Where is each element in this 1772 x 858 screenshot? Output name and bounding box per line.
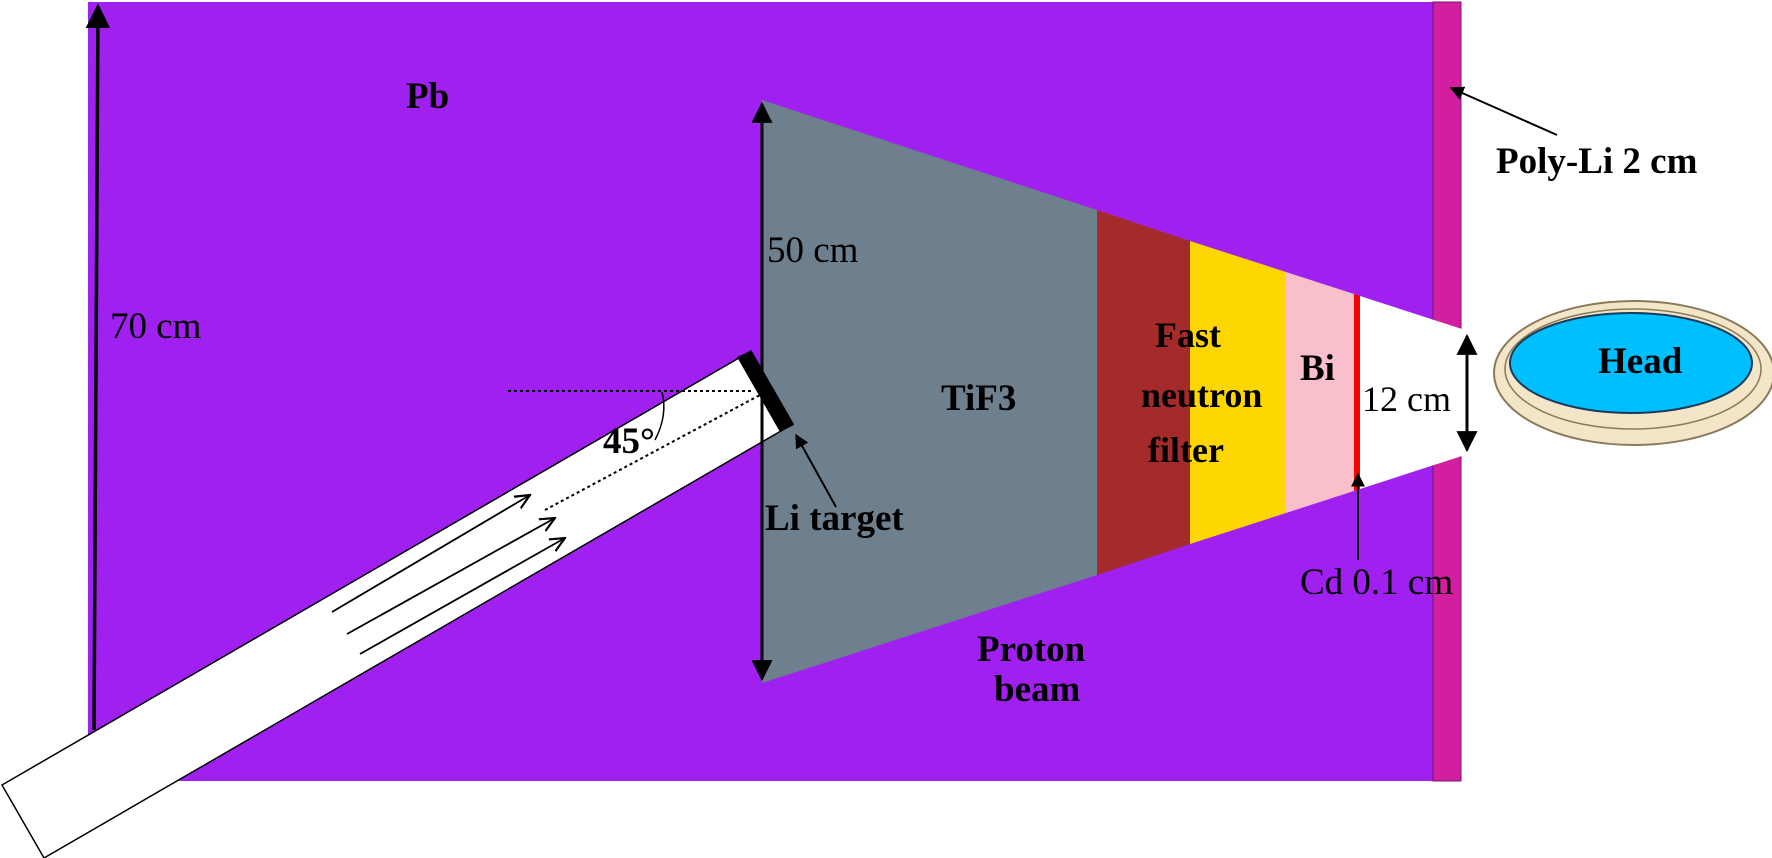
cd-layer bbox=[1354, 294, 1360, 491]
yellow-filter-layer bbox=[1190, 241, 1286, 544]
proton-beam-label-2: beam bbox=[994, 669, 1081, 710]
proton-arrow bbox=[346, 518, 555, 635]
poly-li-pointer bbox=[1449, 86, 1558, 136]
head-phantom bbox=[1509, 312, 1753, 414]
pb-label: Pb bbox=[406, 76, 449, 117]
li-target-label: Li target bbox=[765, 498, 904, 539]
angle-label: 45° bbox=[603, 421, 655, 462]
fast-neutron-filter-layer bbox=[1097, 210, 1190, 575]
tif3-label: TiF3 bbox=[941, 378, 1016, 419]
angle-arc bbox=[654, 391, 665, 441]
bi-label: Bi bbox=[1300, 348, 1335, 389]
beam-axis-dotted-line bbox=[544, 394, 761, 511]
cd-label: Cd 0.1 cm bbox=[1300, 562, 1453, 603]
height-70-label: 70 cm bbox=[110, 306, 202, 347]
aperture-void bbox=[1360, 296, 1465, 489]
dimension-arrow-70 bbox=[85, 3, 111, 731]
tif3-moderator bbox=[762, 100, 1097, 683]
proton-beam-label-1: Proton bbox=[977, 629, 1086, 670]
head-label: Head bbox=[1598, 341, 1683, 382]
aperture-12-label: 12 cm bbox=[1362, 379, 1451, 419]
proton-arrow bbox=[331, 495, 530, 613]
proton-arrow bbox=[359, 538, 565, 655]
li-target-pointer bbox=[795, 433, 837, 508]
bi-layer bbox=[1286, 272, 1354, 513]
poly-li-label: Poly-Li 2 cm bbox=[1496, 141, 1698, 182]
fast-filter-label-3: filter bbox=[1148, 430, 1224, 470]
fast-filter-label-1: Fast bbox=[1155, 315, 1221, 355]
fast-filter-label-2: neutron bbox=[1141, 375, 1262, 415]
head-rim-inner bbox=[1504, 308, 1762, 430]
height-50-label: 50 cm bbox=[767, 230, 859, 271]
